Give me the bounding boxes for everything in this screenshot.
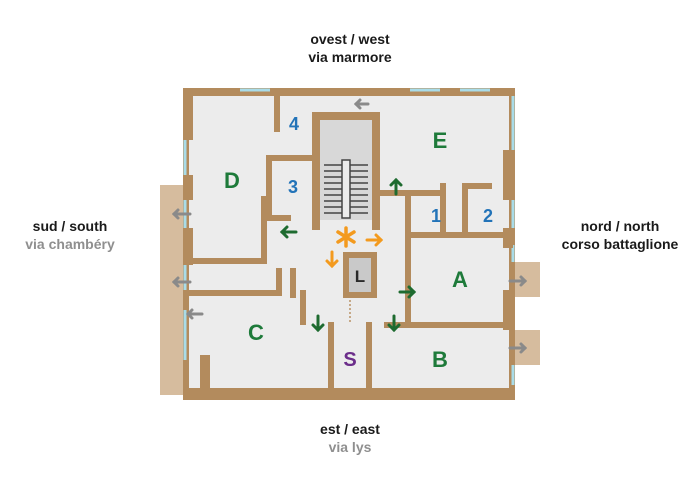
arrow-icon-down-right [387, 314, 401, 333]
west-label: ovest / west via marmore [270, 30, 430, 66]
room-E: E [433, 128, 448, 153]
arrow-icon-orange-right [365, 233, 384, 247]
exit-arrow-icon-west [353, 98, 370, 110]
south-label: sud / south via chambéry [0, 217, 140, 253]
room-3: 3 [288, 177, 298, 197]
room-4: 4 [289, 114, 299, 134]
exit-arrow-icon-south-3 [185, 308, 204, 320]
arrow-icon-left [279, 225, 298, 239]
interior-walls [183, 96, 513, 390]
west-direction: ovest / west [310, 31, 390, 47]
windows [183, 88, 515, 385]
north-direction: nord / north [580, 218, 660, 234]
stairs-icon [320, 120, 372, 220]
exit-arrow-icon-south-2 [171, 276, 192, 288]
room-A: A [452, 267, 468, 292]
elevator-icon [349, 258, 371, 292]
room-C: C [248, 320, 264, 345]
star-icon [336, 226, 356, 248]
room-S: S [343, 349, 356, 371]
south-direction: sud / south [32, 218, 108, 234]
north-street: corso battaglione [561, 236, 679, 252]
east-street: via lys [328, 439, 372, 455]
room-B: B [432, 347, 448, 372]
east-direction: est / east [320, 421, 380, 437]
north-label: nord / north corso battaglione [545, 217, 695, 253]
exit-arrow-icon-north-2 [508, 342, 528, 354]
room-D: D [224, 168, 240, 193]
west-street: via marmore [308, 49, 392, 65]
room-L: L [355, 267, 365, 286]
room-1: 1 [431, 206, 441, 226]
exit-arrow-icon-south-1 [171, 208, 192, 220]
east-label: est / east via lys [270, 420, 430, 456]
arrow-icon-down-left [311, 314, 325, 333]
south-street: via chambéry [25, 236, 115, 252]
arrow-icon-up [389, 177, 403, 196]
outside-block-south [160, 185, 185, 395]
arrow-icon-right [398, 285, 417, 299]
exit-arrow-icon-north-1 [508, 275, 528, 287]
arrow-icon-orange-down [325, 250, 339, 269]
room-2: 2 [483, 206, 493, 226]
